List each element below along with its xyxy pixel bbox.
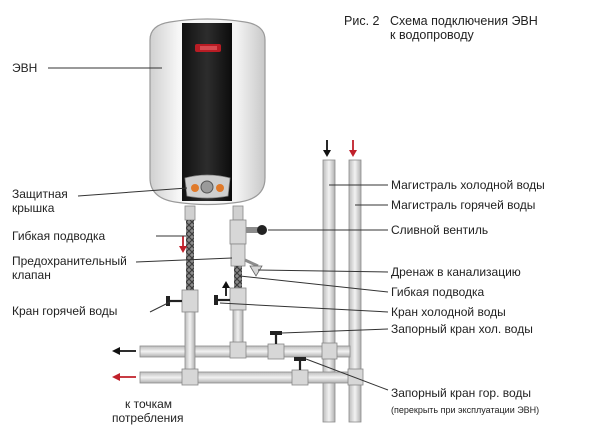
label-hot-shutoff: Запорный кран гор. воды bbox=[391, 386, 532, 400]
label-drain-valve: Сливной вентиль bbox=[391, 223, 489, 237]
hot-elbow bbox=[181, 368, 199, 386]
hot-tee bbox=[347, 368, 364, 386]
hot-shutoff-valve bbox=[291, 357, 309, 386]
figure-number: Рис. 2 bbox=[344, 14, 380, 28]
indicator-light-left bbox=[191, 184, 199, 192]
cold-tee bbox=[321, 342, 338, 360]
label-drain-sewer: Дренаж в канализацию bbox=[391, 265, 521, 279]
cold-inlet-tee bbox=[229, 341, 247, 359]
leader-lines bbox=[48, 67, 389, 391]
safety-valve bbox=[230, 243, 246, 267]
thermostat-knob bbox=[200, 180, 214, 194]
label-hot-tap: Кран горячей воды bbox=[12, 304, 118, 318]
hot-distribution-pipe bbox=[139, 371, 351, 384]
flex-hose-cold bbox=[234, 266, 242, 288]
label-consumers-1: к точкам bbox=[125, 397, 173, 411]
label-protective-cover-1: Защитная bbox=[12, 187, 68, 201]
label-flex-hose-right: Гибкая подводка bbox=[391, 285, 485, 299]
cold-shutoff-valve bbox=[267, 331, 285, 360]
label-cold-tap: Кран холодной воды bbox=[391, 305, 506, 319]
label-safety-valve-2: клапан bbox=[12, 268, 51, 282]
hot-water-riser bbox=[348, 159, 362, 423]
hot-outlet-branch bbox=[166, 205, 199, 386]
label-protective-cover-2: крышка bbox=[12, 201, 55, 215]
tank-front-band bbox=[182, 23, 232, 201]
cold-inlet-branch bbox=[214, 205, 267, 359]
label-cold-shutoff: Запорный кран хол. воды bbox=[391, 322, 533, 336]
label-hot-main: Магистраль горячей воды bbox=[391, 198, 536, 212]
label-consumers-2: потребления bbox=[112, 411, 184, 425]
flex-hose-hot bbox=[186, 220, 194, 290]
drain-funnel bbox=[249, 265, 263, 277]
drain-tee bbox=[229, 219, 247, 245]
drain-valve-wheel bbox=[257, 225, 267, 235]
label-flex-hose-left: Гибкая подводка bbox=[12, 229, 106, 243]
label-cold-main: Магистраль холодной воды bbox=[391, 178, 545, 192]
label-heater: ЭВН bbox=[12, 61, 38, 75]
label-safety-valve-1: Предохранительный bbox=[12, 254, 127, 268]
indicator-light-right bbox=[216, 184, 224, 192]
label-hot-shutoff-note: (перекрыть при эксплуатации ЭВН) bbox=[391, 405, 540, 415]
water-heater bbox=[149, 18, 266, 206]
figure-title-line1: Схема подключения ЭВН bbox=[390, 14, 538, 28]
figure-title-line2: к водопроводу bbox=[390, 28, 474, 42]
